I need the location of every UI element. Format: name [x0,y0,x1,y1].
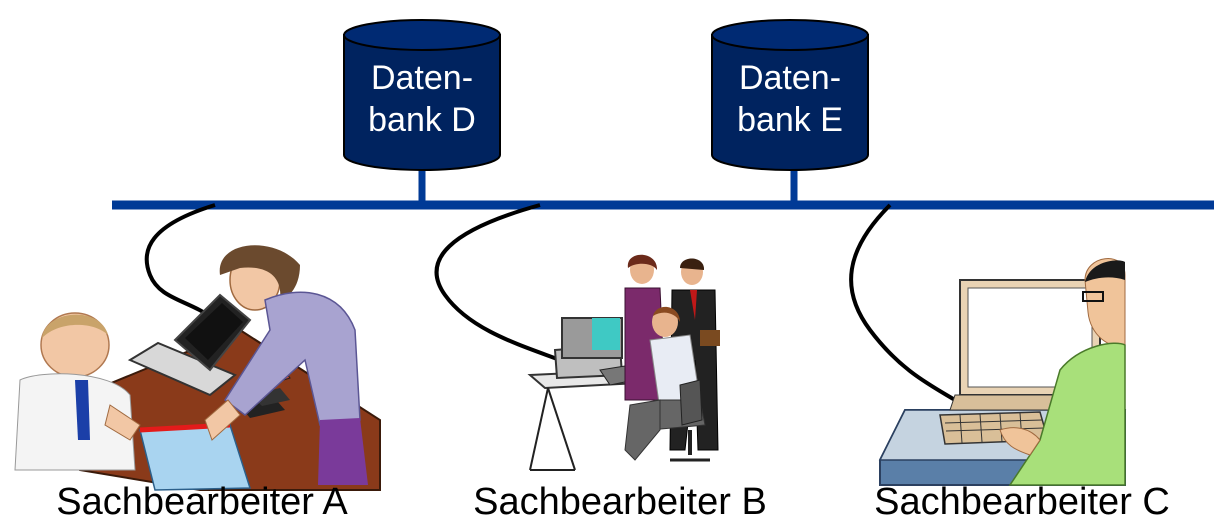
clerk-a-illustration [14,245,381,491]
cable-a [144,203,217,322]
clerk-c-illustration [878,258,1127,486]
database-e-label-line1: Daten- [738,59,842,97]
database-d-label-line2: bank D [368,101,476,139]
clerk-a-label: Sachbearbeiter A [56,481,348,523]
clerk-b-label: Sachbearbeiter B [473,481,767,523]
database-d [343,19,501,171]
database-e [711,19,869,171]
database-e-label-line2: bank E [737,101,843,139]
clerk-b-illustration [527,254,720,471]
database-d-label-line1: Daten- [370,59,474,97]
database-d-label: Daten- bank D [342,57,502,141]
cable-c [849,203,957,402]
database-e-label: Daten- bank E [710,57,870,141]
cable-b [434,203,561,362]
clerk-c-label: Sachbearbeiter C [874,481,1170,523]
